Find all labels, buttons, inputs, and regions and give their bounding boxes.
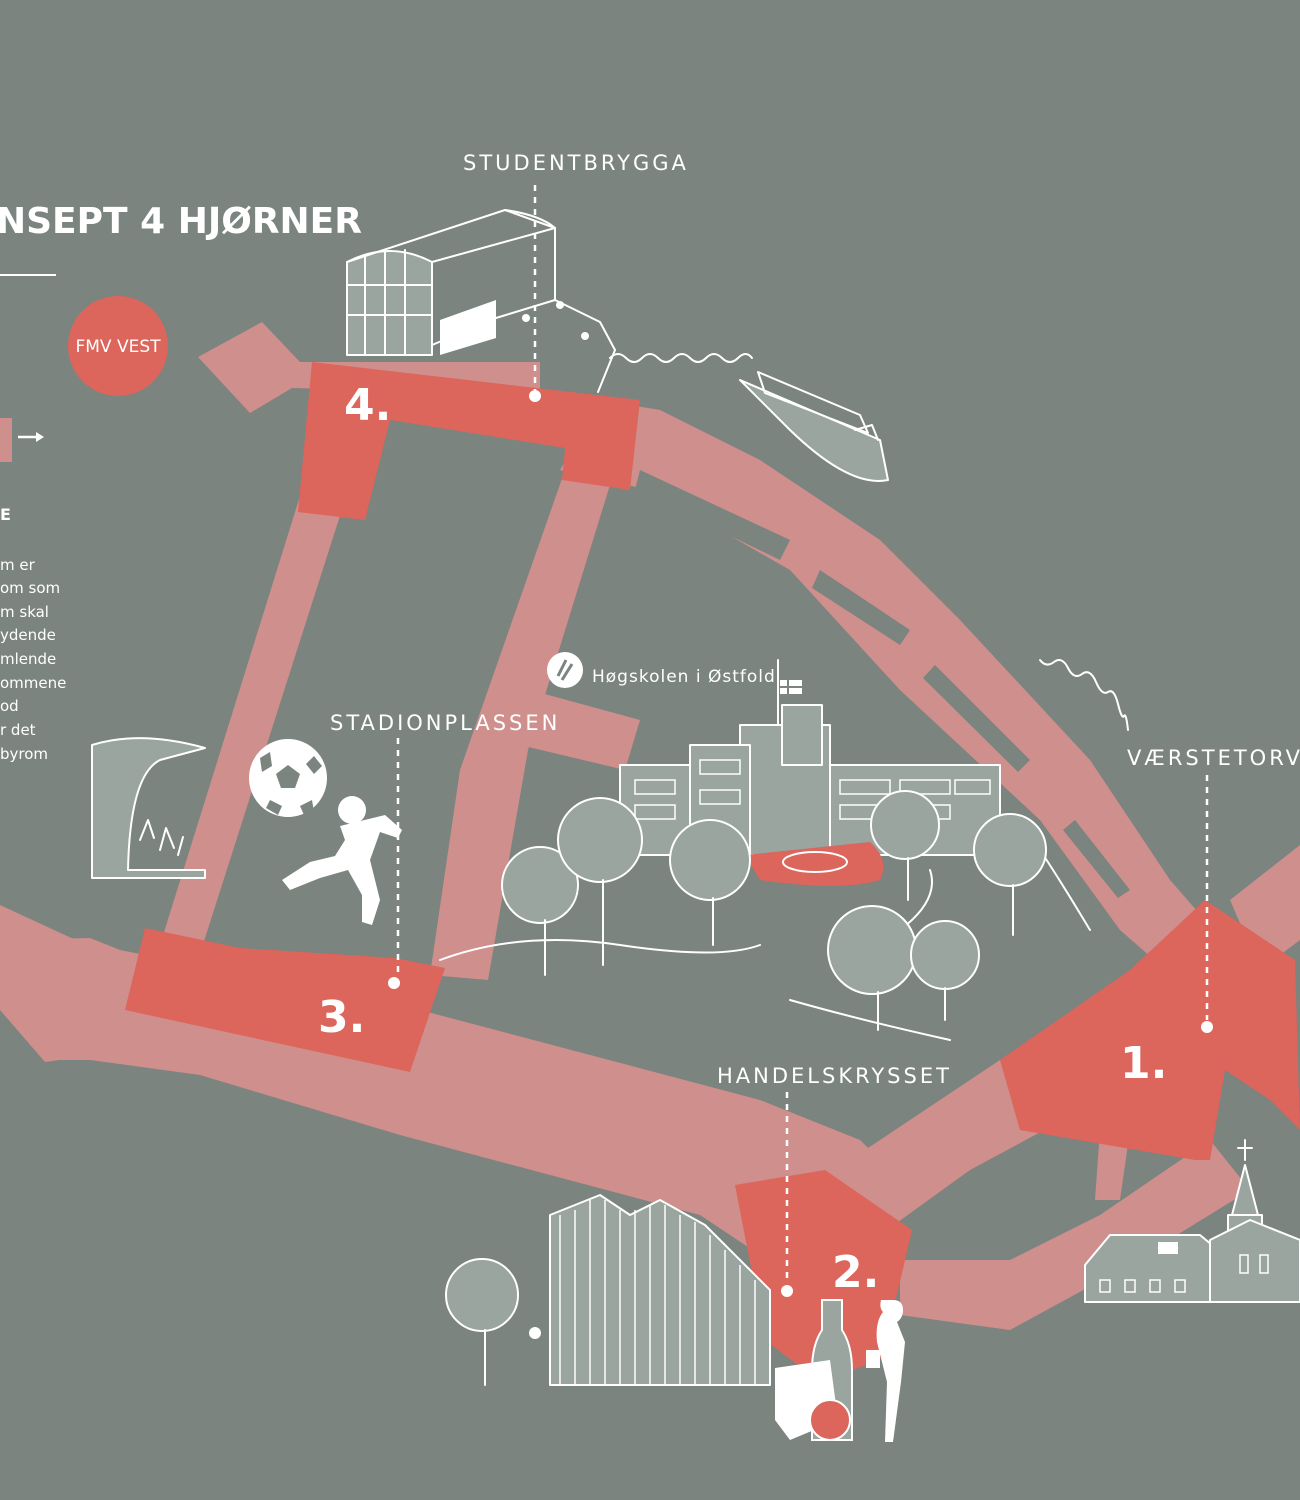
page-title: NSEPT 4 HJØRNER	[0, 201, 362, 242]
side-text-line: om som	[0, 579, 60, 597]
campus-paths	[439, 849, 1091, 1041]
hiof-logo-icon	[547, 652, 583, 688]
callout-dot-stadionplassen	[388, 977, 400, 989]
corner-4-area	[298, 362, 640, 520]
corner-2-area	[735, 1170, 912, 1382]
corner-number-3: 3.	[318, 992, 365, 1043]
tree-icon	[669, 819, 751, 946]
fmv-badge-label: FMV VEST	[75, 337, 161, 357]
tribune-icon	[91, 737, 206, 879]
flag-icon	[777, 659, 802, 731]
corners	[125, 362, 1300, 1382]
football-player-icon	[282, 796, 402, 925]
corner-number-1: 1.	[1120, 1038, 1167, 1089]
road-north-east	[560, 400, 1240, 1000]
tree-icon	[827, 905, 917, 1031]
corner-3-area	[125, 928, 445, 1072]
campus-fountain	[782, 851, 848, 873]
side-heading: E	[0, 505, 11, 524]
shopping-props-icon	[775, 1299, 905, 1442]
wave-line-east	[1039, 659, 1129, 731]
tree-icon	[557, 797, 643, 966]
road-arrowhead-west	[0, 905, 95, 1062]
side-text-line: ydende	[0, 626, 56, 644]
tree-icon	[910, 920, 980, 1021]
football-icon	[249, 739, 327, 817]
label-verstetorvet: VÆRSTETORVE	[1127, 746, 1300, 770]
road-middle	[430, 470, 610, 980]
shopping-building-icon	[529, 1194, 771, 1386]
label-studentbrygga: STUDENTBRYGGA	[463, 151, 689, 175]
campus-building-icon	[619, 704, 1001, 856]
side-text-line: m skal	[0, 603, 49, 621]
callout-dot-studentbrygga	[529, 390, 541, 402]
church-icon	[1084, 1139, 1300, 1303]
corner-number-4: 4.	[344, 380, 391, 431]
side-text-line: byrom	[0, 745, 48, 763]
road-medians	[635, 470, 1130, 898]
label-handelskrysset: HANDELSKRYSSET	[717, 1064, 952, 1088]
corner-number-2: 2.	[832, 1247, 879, 1298]
callout-dot-handelskrysset	[781, 1285, 793, 1297]
tree-icon	[501, 846, 579, 976]
boat-icon	[739, 371, 889, 482]
side-text-line: m er	[0, 556, 36, 574]
tree-icon	[445, 1258, 519, 1386]
wave-line-north	[609, 353, 753, 363]
legend-road-chip	[0, 418, 12, 462]
callout-dot-verstetorvet	[1201, 1021, 1213, 1033]
label-stadionplassen: STADIONPLASSEN	[330, 711, 560, 735]
side-text-line: od	[0, 697, 19, 715]
tree-icon	[973, 813, 1047, 936]
road-branch	[520, 690, 640, 770]
campus-trees	[445, 790, 1047, 1386]
road-stub	[1095, 1130, 1130, 1200]
side-text-line: ommene	[0, 674, 66, 692]
corner-1-area	[1000, 900, 1300, 1160]
tree-icon	[870, 790, 940, 901]
side-text-line: mlende	[0, 650, 56, 668]
side-text-line: r det	[0, 721, 36, 739]
fmv-badge	[68, 296, 168, 396]
campus-plaza	[745, 842, 884, 886]
side-text-block: m er om som m skal ydende mlende ommene …	[0, 556, 66, 763]
road-south-east-low	[900, 1140, 1250, 1330]
legend-arrow-head	[36, 432, 44, 442]
studentbrygga-building-icon	[346, 209, 616, 393]
institution-name: Høgskolen i Østfold	[592, 667, 776, 687]
road-west-diagonal	[160, 480, 345, 960]
